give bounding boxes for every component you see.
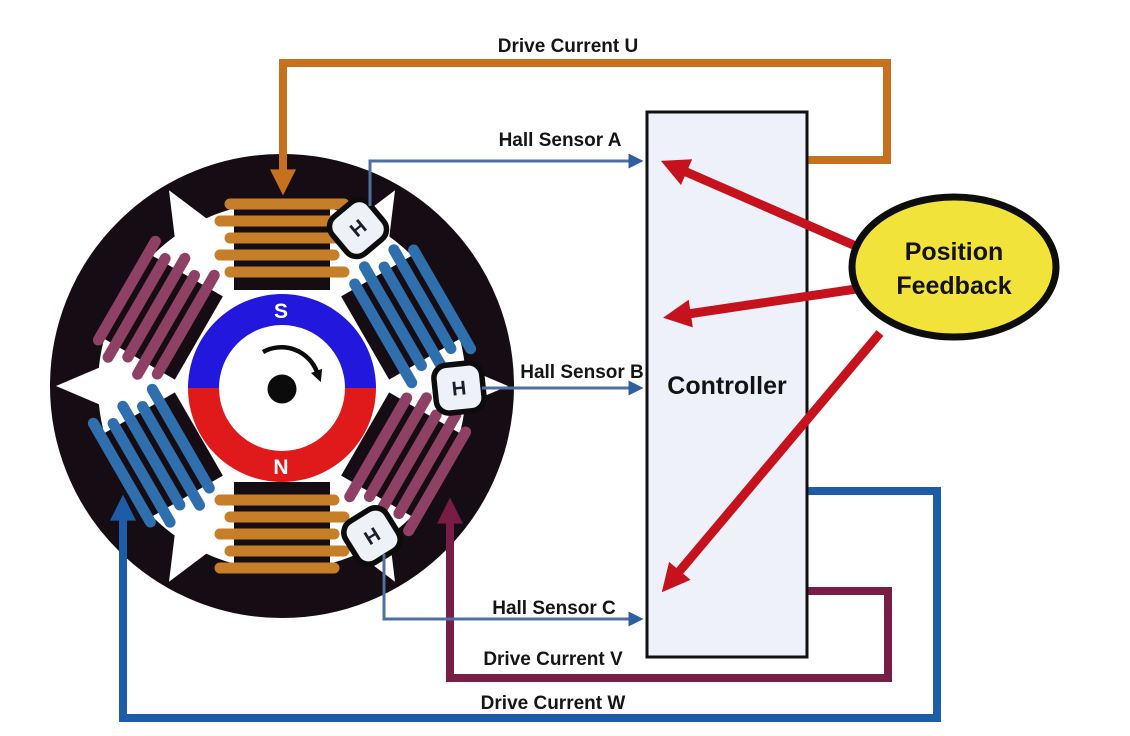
hall-sensor-a: H: [326, 196, 390, 260]
pole-coil-u-bottom: [214, 482, 350, 588]
rotor-north-label: N: [273, 456, 288, 479]
coil-bar: [132, 269, 201, 380]
coil-bar: [344, 392, 413, 503]
coil-bar: [349, 278, 418, 389]
controller-label: Controller: [667, 372, 787, 400]
coil-winding-v: [344, 392, 472, 537]
feedback-arrow-bottom: [661, 330, 884, 593]
coil-winding-w: [349, 244, 477, 389]
hall-sensor-b-label: Hall Sensor B: [520, 362, 644, 383]
coil-bar: [122, 252, 191, 363]
feedback-arrow-middle: [663, 284, 857, 328]
coil-bar: [117, 400, 186, 511]
shaft-dot: [267, 374, 297, 404]
coil-bar: [102, 252, 171, 363]
coil-winding-w: [87, 383, 215, 528]
hall-sensor-c-label: Hall Sensor C: [492, 598, 616, 619]
pole-coil-v-lower-right: [341, 392, 481, 537]
pole-coil-v-upper-left: [83, 235, 223, 380]
coil-bar: [403, 426, 472, 537]
coil-bar: [373, 409, 442, 520]
rotation-direction-arrow: [261, 345, 323, 383]
position-feedback-ellipse: [848, 193, 1060, 341]
hall-sensor-c: H: [341, 505, 403, 567]
drive-current-u-label: Drive Current U: [498, 36, 638, 57]
coil-winding-u: [214, 494, 350, 574]
rotor-north-half: [188, 388, 376, 482]
pole-coil-u-top: [214, 184, 350, 290]
coil-bar: [92, 235, 161, 346]
hall-sensor-b: H: [431, 360, 487, 416]
hall-sensor-b-letter: H: [451, 377, 468, 400]
drive-current-v-label: Drive Current V: [483, 649, 623, 670]
motor-cross-section: S N H H H: [50, 154, 514, 618]
coil-bar: [87, 417, 156, 528]
feedback-arrow-top: [660, 159, 860, 252]
coil-bar: [358, 261, 427, 372]
coil-bar: [107, 417, 176, 528]
coil-bar: [151, 269, 220, 380]
drive-current-u-wire: [270, 59, 891, 196]
coil-bar: [146, 383, 215, 494]
slot-notch: [56, 352, 136, 420]
coil-winding-v: [92, 235, 220, 380]
rotor-south-half: [188, 294, 376, 388]
pole-coil-w-upper-right: [341, 243, 481, 389]
position-feedback-node: Position Feedback: [848, 193, 1060, 341]
coil-bar: [137, 400, 206, 511]
coil-bar: [363, 392, 432, 503]
hall-sensor-a-signal-line: [368, 153, 644, 206]
coil-bar: [388, 244, 457, 355]
position-feedback-arrows: [660, 159, 884, 593]
hall-sensor-a-box: [326, 196, 390, 260]
position-feedback-label-line2: Feedback: [896, 272, 1011, 300]
coil-bar: [408, 244, 477, 355]
hall-sensor-c-signal-line: [382, 554, 644, 627]
position-feedback-label-line1: Position: [905, 238, 1004, 266]
coil-bar: [393, 409, 462, 520]
rotor-magnet: S N: [188, 294, 376, 482]
coil-bar: [378, 261, 447, 372]
drive-current-w-wire: [110, 487, 941, 722]
coil-winding-u: [214, 198, 350, 278]
drive-current-w-label: Drive Current W: [481, 693, 626, 714]
drive-current-v-wire: [437, 497, 892, 682]
rotor-south-label: S: [274, 300, 288, 323]
hall-sensor-a-label: Hall Sensor A: [499, 130, 622, 151]
pole-coil-w-lower-left: [83, 383, 223, 529]
hall-sensor-b-box: [431, 360, 487, 416]
slot-notch: [169, 495, 239, 582]
